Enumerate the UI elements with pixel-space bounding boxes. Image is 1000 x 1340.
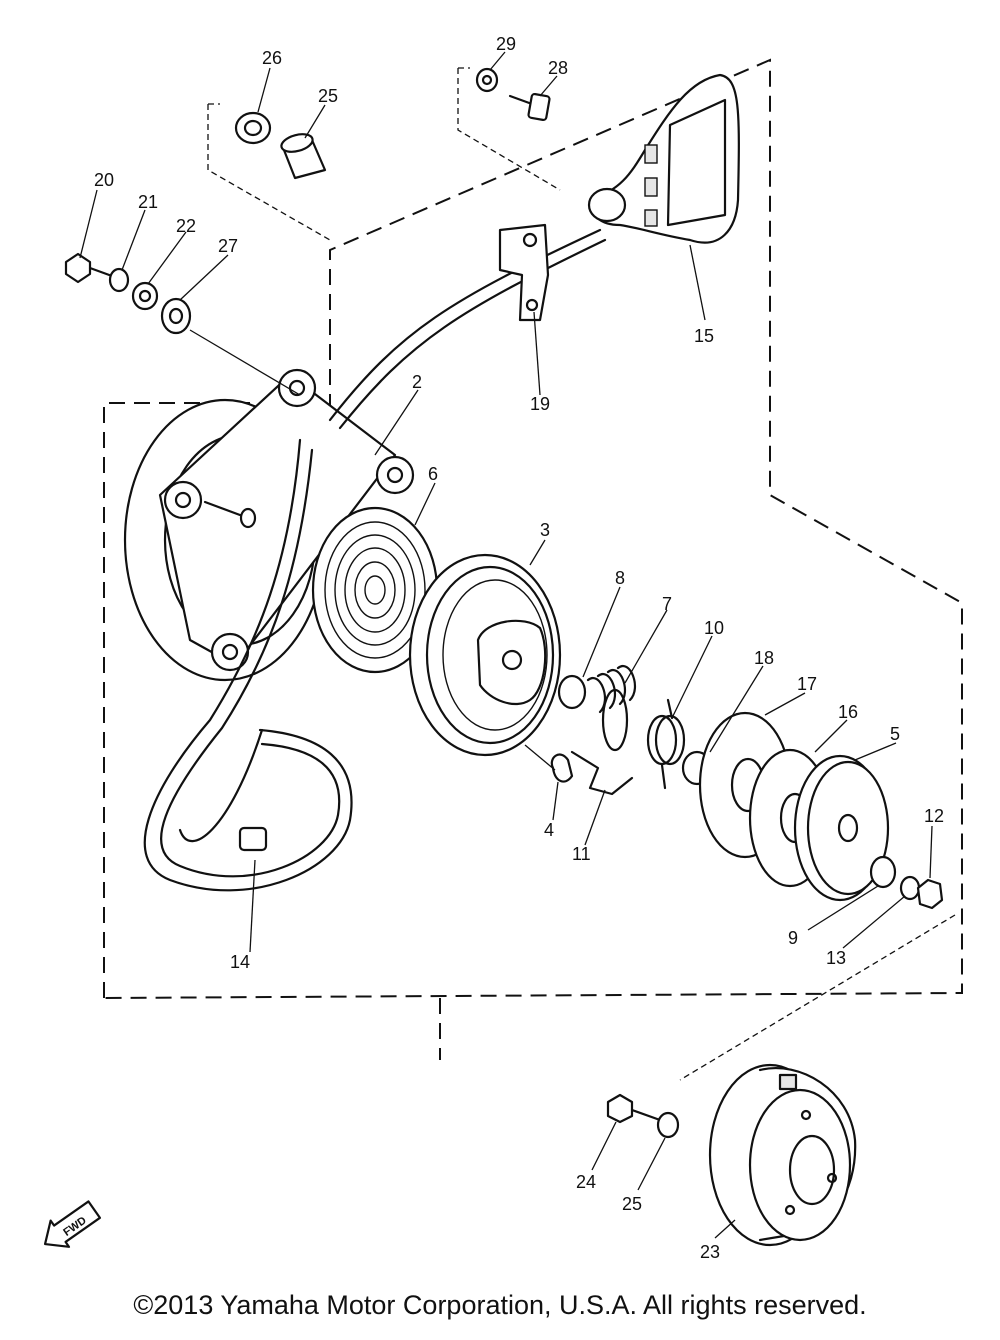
label-4: 4 xyxy=(544,820,554,840)
label-6: 6 xyxy=(428,464,438,484)
group-line-bushing xyxy=(207,103,331,241)
washer-13 xyxy=(899,875,921,901)
case-bolt-set xyxy=(64,252,301,396)
label-27-left: 27 xyxy=(218,236,238,256)
label-25: 25 xyxy=(622,1194,642,1214)
label-26: 25 xyxy=(318,86,338,106)
label-5: 5 xyxy=(890,724,900,744)
label-22: 22 xyxy=(176,216,196,236)
label-21: 21 xyxy=(138,192,158,212)
label-17: 18 xyxy=(754,648,774,668)
label-16: 16 xyxy=(838,702,858,722)
bushing xyxy=(234,111,327,180)
starter-handle xyxy=(587,73,740,244)
label-18: 17 xyxy=(797,674,817,694)
label-9: 9 xyxy=(788,928,798,948)
label-27-top: 26 xyxy=(262,48,282,68)
label-20: 20 xyxy=(94,170,114,190)
label-29: 29 xyxy=(496,34,516,54)
label-19: 19 xyxy=(530,394,550,414)
parts-diagram: FWD 26 25 29 2 xyxy=(43,34,963,1262)
label-23: 23 xyxy=(700,1242,720,1262)
nut-12 xyxy=(916,878,944,910)
leader-lines xyxy=(79,51,933,1239)
group-line-bolt xyxy=(457,67,561,191)
starter-rope xyxy=(143,228,607,892)
label-2: 2 xyxy=(412,372,422,392)
label-13: 13 xyxy=(826,948,846,968)
label-3: 3 xyxy=(540,520,550,540)
sheave-drum xyxy=(408,553,562,757)
pawl-4 xyxy=(550,753,574,783)
label-14: 14 xyxy=(230,952,250,972)
label-11: 11 xyxy=(572,844,591,864)
spiral-spring xyxy=(311,506,439,674)
label-15: 15 xyxy=(694,326,714,346)
label-7: 7 xyxy=(662,594,672,614)
drive-plate-5 xyxy=(793,754,890,902)
label-10: 10 xyxy=(704,618,724,638)
washer-8 xyxy=(557,674,587,710)
part-labels: 26 25 29 28 20 21 22 27 15 19 2 6 3 8 7 … xyxy=(94,34,944,1262)
spring-clip-11 xyxy=(570,750,634,796)
washer-9 xyxy=(869,855,897,889)
bolt-and-nut xyxy=(475,67,551,122)
label-28: 28 xyxy=(548,58,568,78)
cover-bolt-set xyxy=(606,1093,680,1139)
rope-guide xyxy=(498,223,550,322)
fwd-arrow-icon: FWD xyxy=(43,1200,102,1248)
starter-case xyxy=(123,368,415,682)
spring-7 xyxy=(586,664,636,752)
cover-link-line xyxy=(679,914,956,1081)
spring-10 xyxy=(646,698,686,790)
label-24: 24 xyxy=(576,1172,596,1192)
label-8: 8 xyxy=(615,568,625,588)
label-12: 12 xyxy=(924,806,944,826)
copyright-notice: ©2013 Yamaha Motor Corporation, U.S.A. A… xyxy=(133,1290,867,1320)
starter-cover-23 xyxy=(708,1063,857,1247)
